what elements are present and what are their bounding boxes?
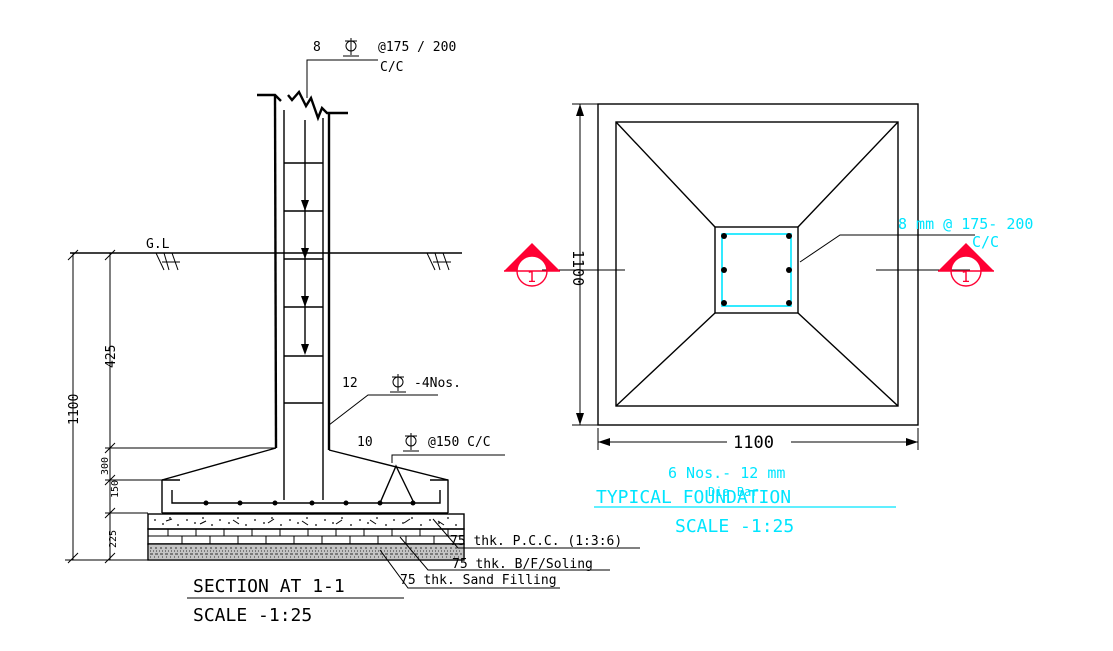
dim-upper: 425	[104, 345, 119, 368]
sand-leader	[379, 549, 560, 589]
plan-title: TYPICAL FOUNDATION	[596, 487, 791, 508]
section-view: 8 @175 / 200 C/C	[65, 38, 640, 626]
gl-label: G.L	[146, 237, 170, 252]
pcc-layer	[147, 513, 465, 530]
footing-outline	[161, 447, 449, 514]
sand-label: 75 thk. Sand Filling	[400, 573, 557, 588]
dim-300: 300	[100, 457, 111, 475]
section-title: SECTION AT 1-1	[193, 576, 345, 597]
vertical-dimensions	[65, 249, 276, 564]
stirrups	[284, 120, 323, 404]
section-mark-left: 1	[527, 268, 536, 286]
plan-outline	[597, 103, 919, 426]
bottom-bars	[203, 464, 416, 506]
sand-layer	[147, 543, 465, 561]
diameter-symbol-icon	[403, 433, 419, 452]
plan-dim-height: 1100	[569, 250, 587, 286]
column-outline	[257, 89, 348, 500]
plan-bar-note: 8 mm @ 175- 200	[898, 215, 1033, 233]
section-marker-icon: 1	[504, 243, 560, 287]
ground-hatch-icon	[155, 252, 180, 271]
tie-leader	[391, 454, 505, 463]
section-mark-right: 1	[961, 268, 970, 286]
main-bar-note: 12	[342, 376, 358, 391]
plan-bar-leader	[799, 234, 975, 263]
plan-stirrup	[721, 233, 792, 307]
plan-view: 1 1 1100 1100 8 mm @ 175- 200 C/C	[504, 103, 1033, 537]
main-bar-count: -4Nos.	[414, 376, 461, 391]
soling-layer	[147, 528, 465, 545]
dim-150: 150	[110, 480, 121, 498]
top-bar-note: 8	[313, 40, 321, 55]
ground-hatch-icon	[426, 252, 451, 271]
section-marker-icon: 1	[938, 243, 994, 287]
pcc-label: 75 thk. P.C.C. (1:3:6)	[450, 534, 622, 549]
plan-dia-bar: Dia Bar	[708, 485, 759, 499]
top-bar-leader	[306, 59, 378, 98]
top-bar-cc: C/C	[380, 60, 403, 75]
soling-label: 75 thk. B/F/Soling	[452, 557, 593, 572]
soling-leader	[399, 536, 610, 571]
plan-bottom-note: 6 Nos.- 12 mm	[668, 464, 785, 482]
dim-225: 225	[108, 530, 119, 548]
plan-dim-width: 1100	[733, 433, 774, 453]
diameter-symbol-icon	[343, 38, 359, 57]
plan-dimensions	[572, 103, 919, 451]
dim-total: 1100	[67, 394, 82, 425]
tie-spacing: @150 C/C	[428, 435, 491, 450]
plan-scale: SCALE -1:25	[675, 516, 794, 537]
plan-bar-cc: C/C	[972, 233, 999, 251]
pcc-leader	[432, 518, 640, 549]
main-bar-leader	[328, 394, 438, 426]
plan-column-bars	[721, 233, 792, 306]
tie-note: 10	[357, 435, 373, 450]
section-scale: SCALE -1:25	[193, 605, 312, 626]
diameter-symbol-icon	[390, 374, 406, 393]
top-bar-spacing: @175 / 200	[378, 40, 456, 55]
